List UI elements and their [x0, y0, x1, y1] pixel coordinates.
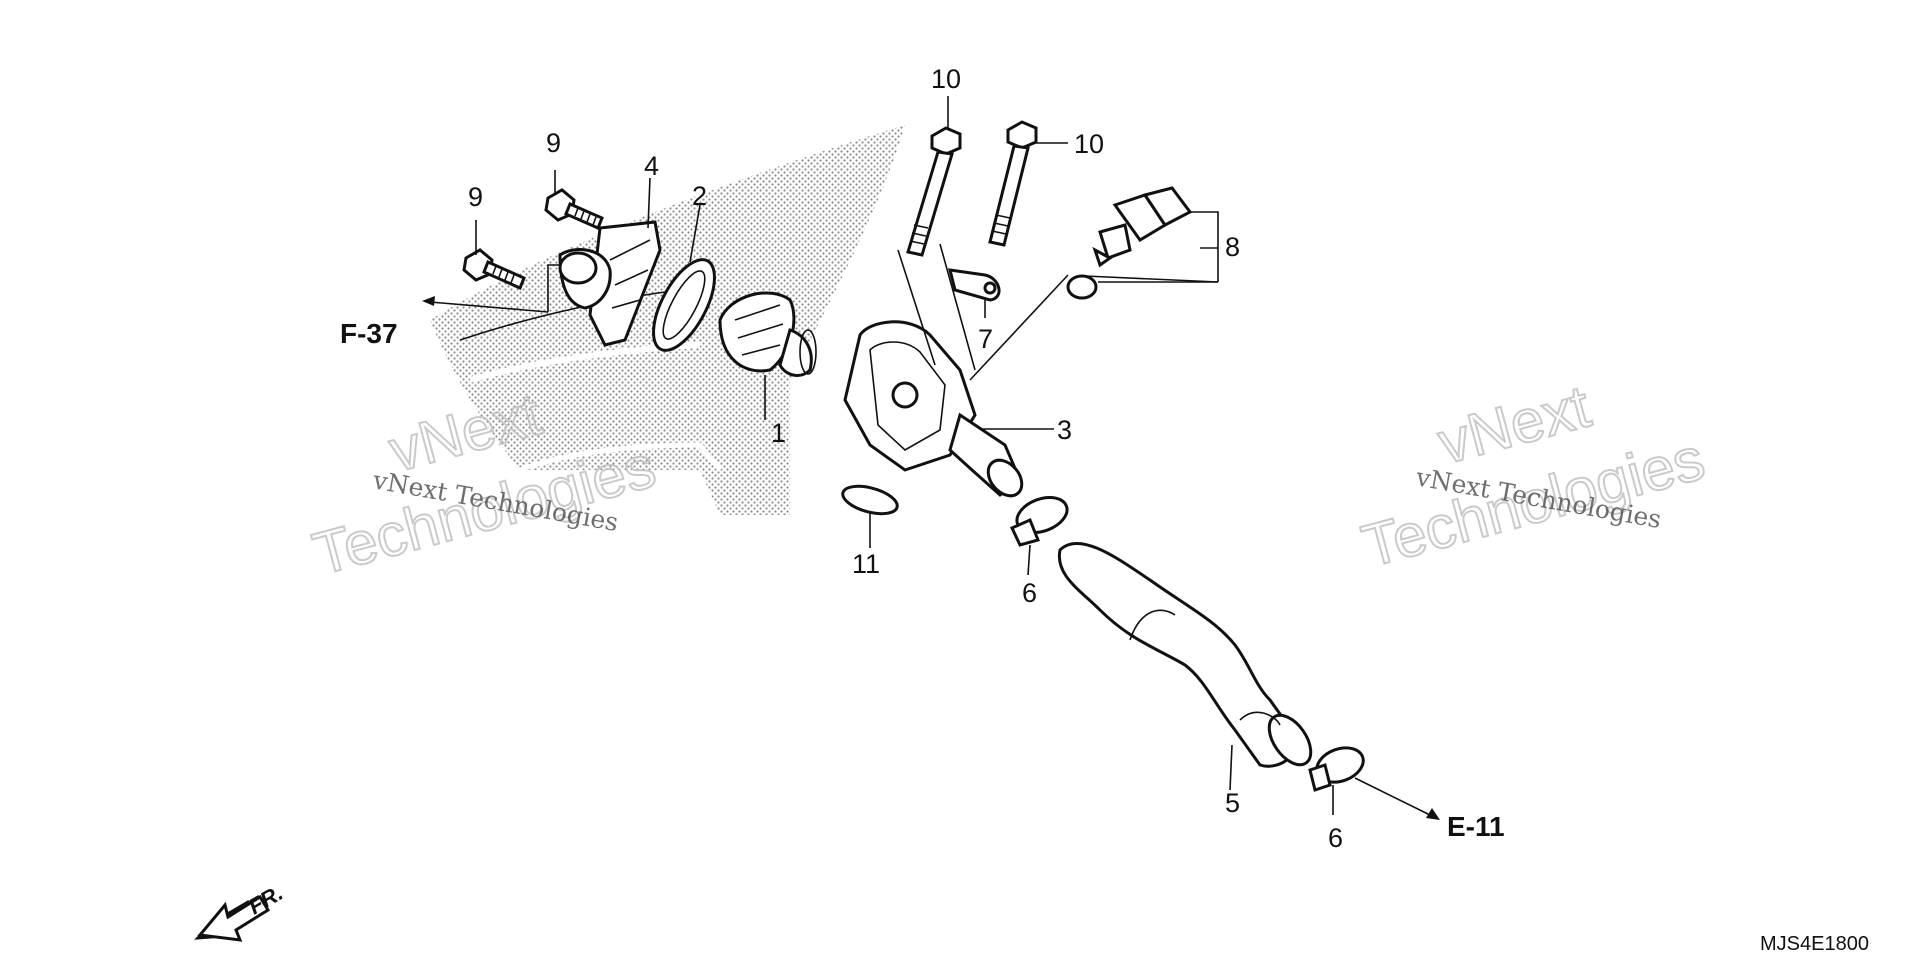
callout-4: 4	[644, 151, 659, 181]
part-5-hose	[1057, 542, 1313, 768]
part-10-bolt-left	[906, 126, 962, 257]
part-4-housing-outlet	[558, 220, 662, 347]
part-8-temperature-sensor	[1092, 186, 1193, 268]
part-8-o-ring	[1066, 274, 1098, 300]
part-7-bracket	[948, 268, 1001, 302]
diagram-code: MJS4E1800	[1760, 933, 1869, 955]
callout-6-upper: 6	[1022, 578, 1037, 608]
callout-9-upper: 9	[546, 128, 561, 158]
callout-10-right: 10	[1074, 129, 1104, 159]
part-11-o-ring	[841, 484, 899, 516]
part-3-thermostat-cover	[843, 320, 1024, 498]
part-1-thermostat	[718, 291, 817, 377]
callout-10-left: 10	[931, 64, 961, 94]
reference-f37: F-37	[340, 318, 398, 349]
part-2-gasket	[652, 258, 716, 352]
watermark-right: vNext Technologies	[1354, 371, 1712, 581]
part-9-bolt-lower	[462, 248, 526, 291]
part-6-clamp-lower	[1308, 746, 1365, 792]
arrow-e11	[1426, 808, 1440, 820]
callout-11: 11	[852, 549, 880, 579]
front-direction-indicator: FR.	[194, 880, 287, 942]
part-9-bolt-upper	[544, 188, 604, 230]
callout-labels: 1 2 3 4 5 6 6 7 8 9 9 10 10 11	[468, 64, 1343, 853]
callout-7: 7	[978, 324, 993, 354]
leader-lines	[422, 96, 1440, 820]
callout-8: 8	[1225, 232, 1240, 262]
callout-9-lower: 9	[468, 182, 483, 212]
reference-e11: E-11	[1447, 811, 1505, 842]
arrow-f37	[422, 296, 435, 306]
part-10-bolt-right	[988, 120, 1038, 247]
front-arrow-icon	[197, 894, 271, 942]
callout-2: 2	[692, 181, 707, 211]
callout-1: 1	[771, 418, 786, 448]
callout-5: 5	[1225, 788, 1240, 818]
callout-6-lower: 6	[1328, 823, 1343, 853]
callout-3: 3	[1057, 415, 1072, 445]
part-6-clamp-upper	[1009, 496, 1069, 547]
